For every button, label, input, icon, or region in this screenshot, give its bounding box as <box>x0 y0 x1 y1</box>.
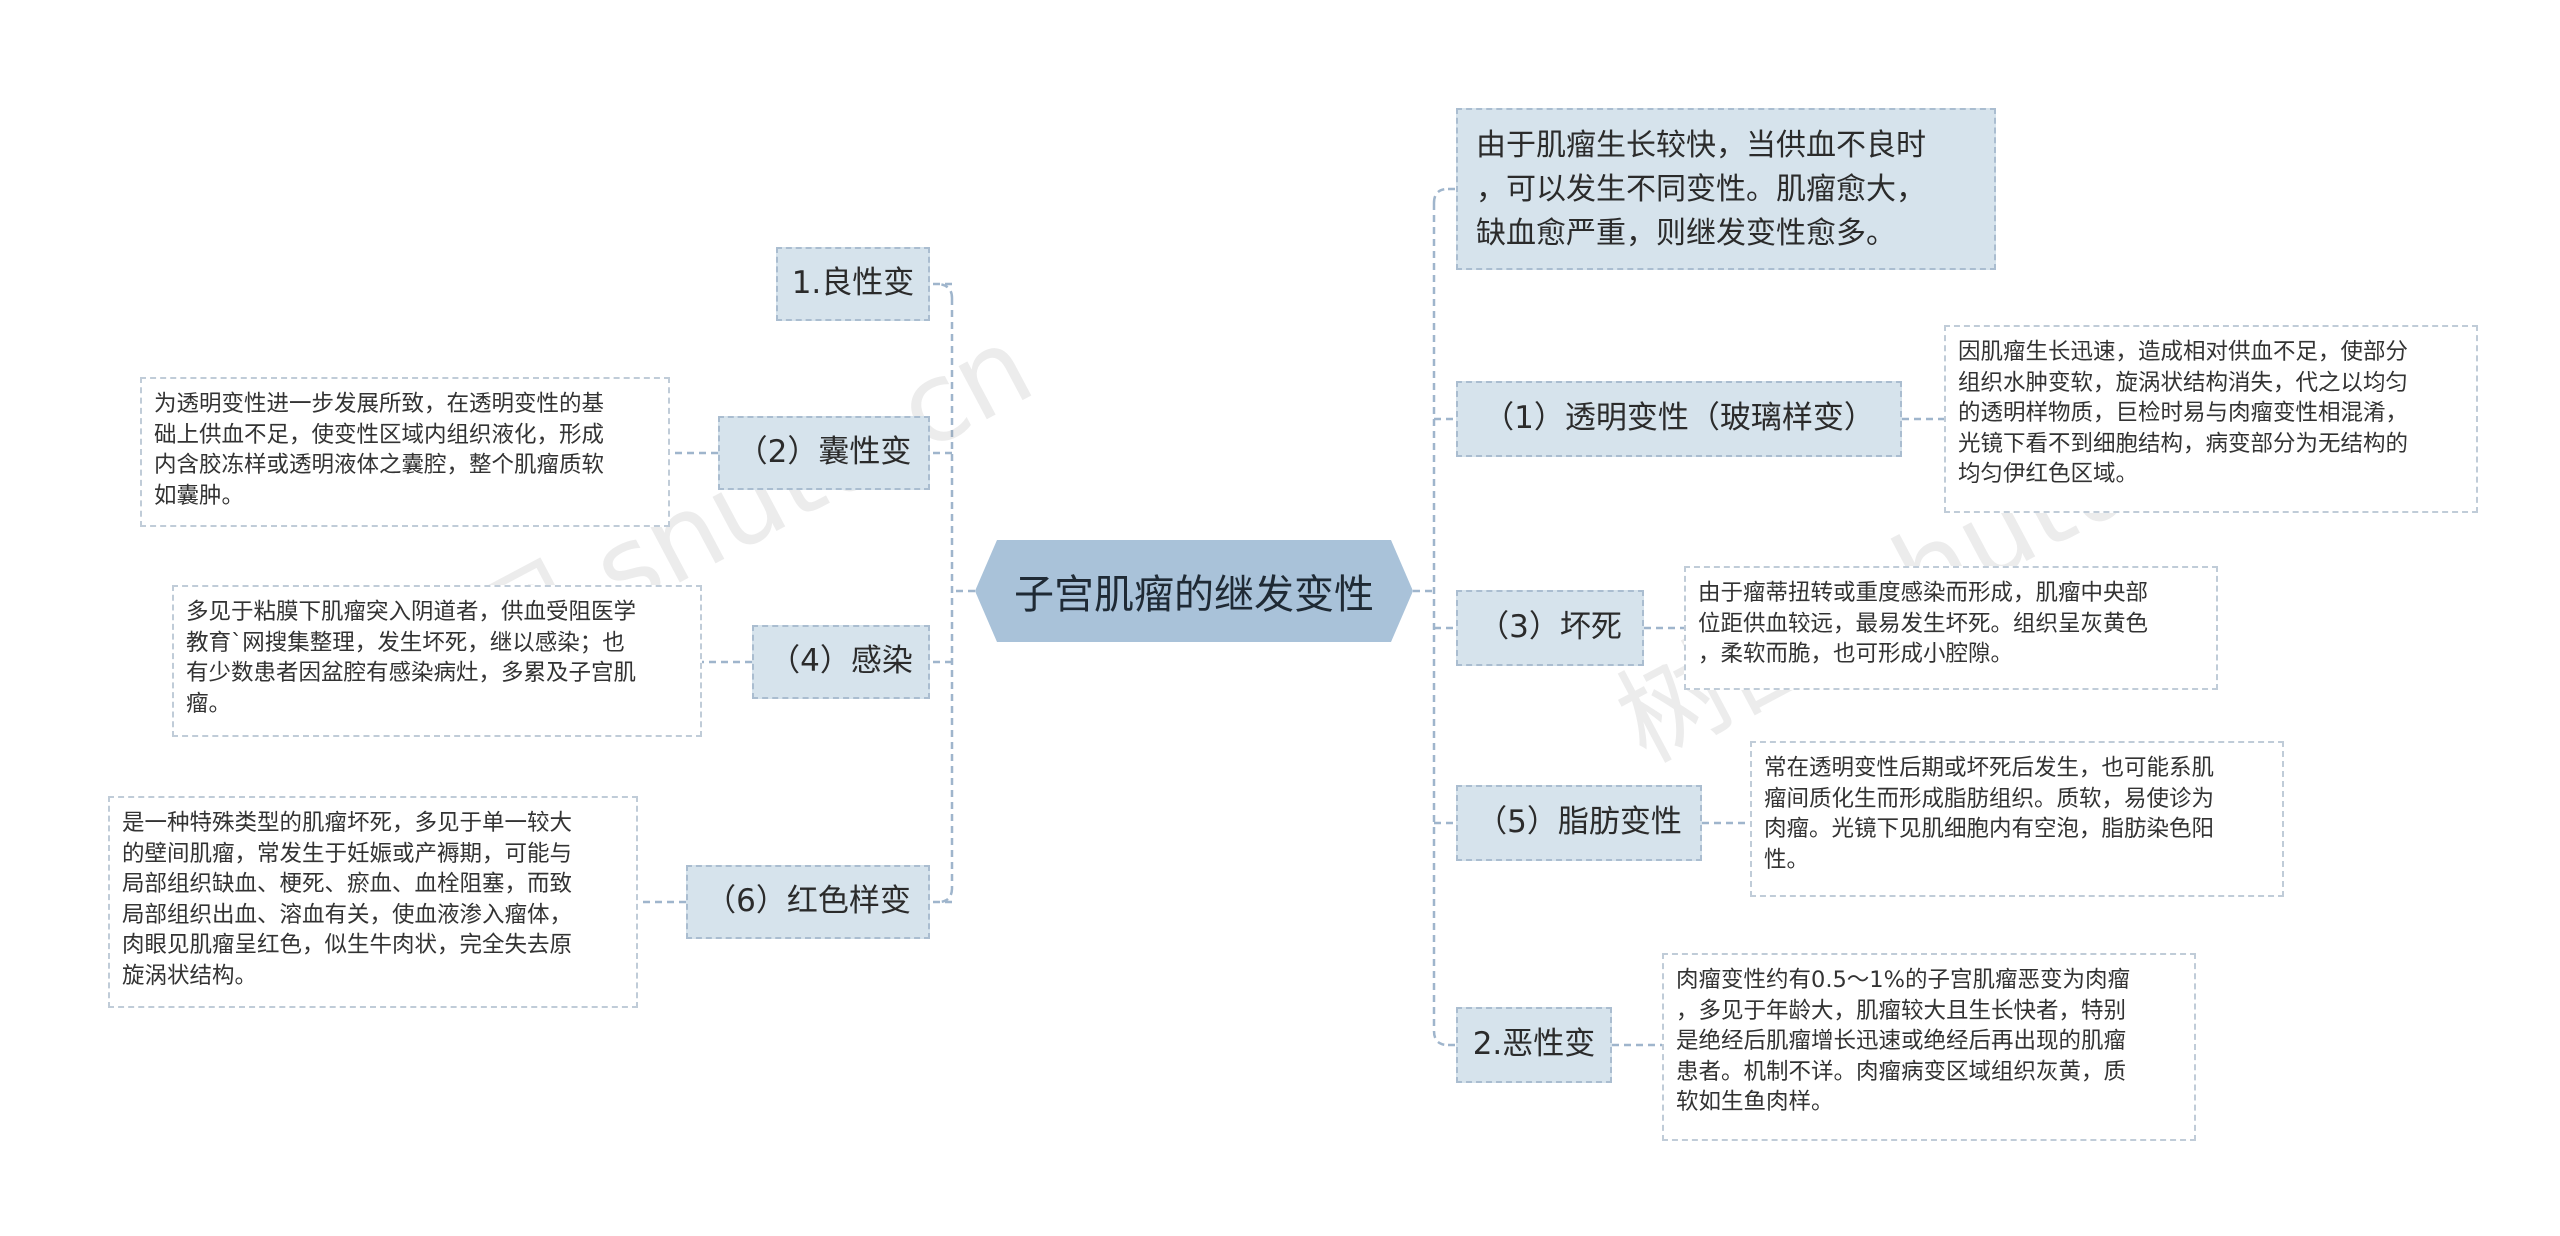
branch-node-hyaline-degeneration[interactable]: （1）透明变性（玻璃样变） <box>1456 381 1902 457</box>
note-red-degeneration: 是一种特殊类型的肌瘤坏死，多见于单一较大 的壁间肌瘤，常发生于妊娠或产褥期，可能… <box>108 796 638 1008</box>
note-fatty-degeneration: 常在透明变性后期或坏死后发生，也可能系肌 瘤间质化生而形成脂肪组织。质软，易使诊… <box>1750 741 2284 897</box>
connector-line <box>937 887 954 904</box>
note-necrosis: 由于瘤蒂扭转或重度感染而形成，肌瘤中央部 位距供血较远，最易发生坏死。组织呈灰黄… <box>1684 566 2218 690</box>
central-topic-shape <box>975 540 1413 642</box>
connector-line <box>937 282 954 299</box>
branch-node-necrosis[interactable]: （3）坏死 <box>1456 590 1644 666</box>
branch-node-malignant-change[interactable]: 2.恶性变 <box>1456 1007 1612 1083</box>
branch-node-cystic-change[interactable]: （2）囊性变 <box>718 416 930 490</box>
note-cystic-change: 为透明变性进一步发展所致，在透明变性的基 础上供血不足，使变性区域内组织液化，形… <box>140 377 670 527</box>
note-hyaline-degeneration: 因肌瘤生长迅速，造成相对供血不足，使部分 组织水肿变软，旋涡状结构消失，代之以均… <box>1944 325 2478 513</box>
branch-label: （5）脂肪变性 <box>1476 804 1682 841</box>
branch-node-infection[interactable]: （4）感染 <box>752 625 930 699</box>
branch-label: （6）红色样变 <box>705 883 911 920</box>
branch-node-benign-change[interactable]: 1.良性变 <box>776 247 930 321</box>
central-topic[interactable]: 子宫肌瘤的继发变性 <box>975 540 1413 642</box>
branch-label: （3）坏死 <box>1478 609 1622 646</box>
connector-line <box>1432 187 1449 204</box>
central-topic-label: 子宫肌瘤的继发变性 <box>1014 572 1374 618</box>
branch-node-fatty-degeneration[interactable]: （5）脂肪变性 <box>1456 785 1702 861</box>
note-infection: 多见于粘膜下肌瘤突入阴道者，供血受阻医学 教育`网搜集整理，发生坏死，继以感染；… <box>172 585 702 737</box>
note-malignant-change: 肉瘤变性约有0.5～1%的子宫肌瘤恶变为肉瘤 ，多见于年龄大，肌瘤较大且生长快者… <box>1662 953 2196 1141</box>
connector-line <box>1432 1030 1449 1047</box>
branch-node-red-degeneration[interactable]: （6）红色样变 <box>686 865 930 939</box>
branch-label: 2.恶性变 <box>1472 1026 1596 1063</box>
branch-label: （1）透明变性（玻璃样变） <box>1483 400 1875 437</box>
branch-label: （2）囊性变 <box>736 434 912 471</box>
intro-text-box: 由于肌瘤生长较快，当供血不良时 ，可以发生不同变性。肌瘤愈大， 缺血愈严重，则继… <box>1456 108 1996 270</box>
branch-label: 1.良性变 <box>791 265 915 302</box>
branch-label: （4）感染 <box>769 643 913 680</box>
